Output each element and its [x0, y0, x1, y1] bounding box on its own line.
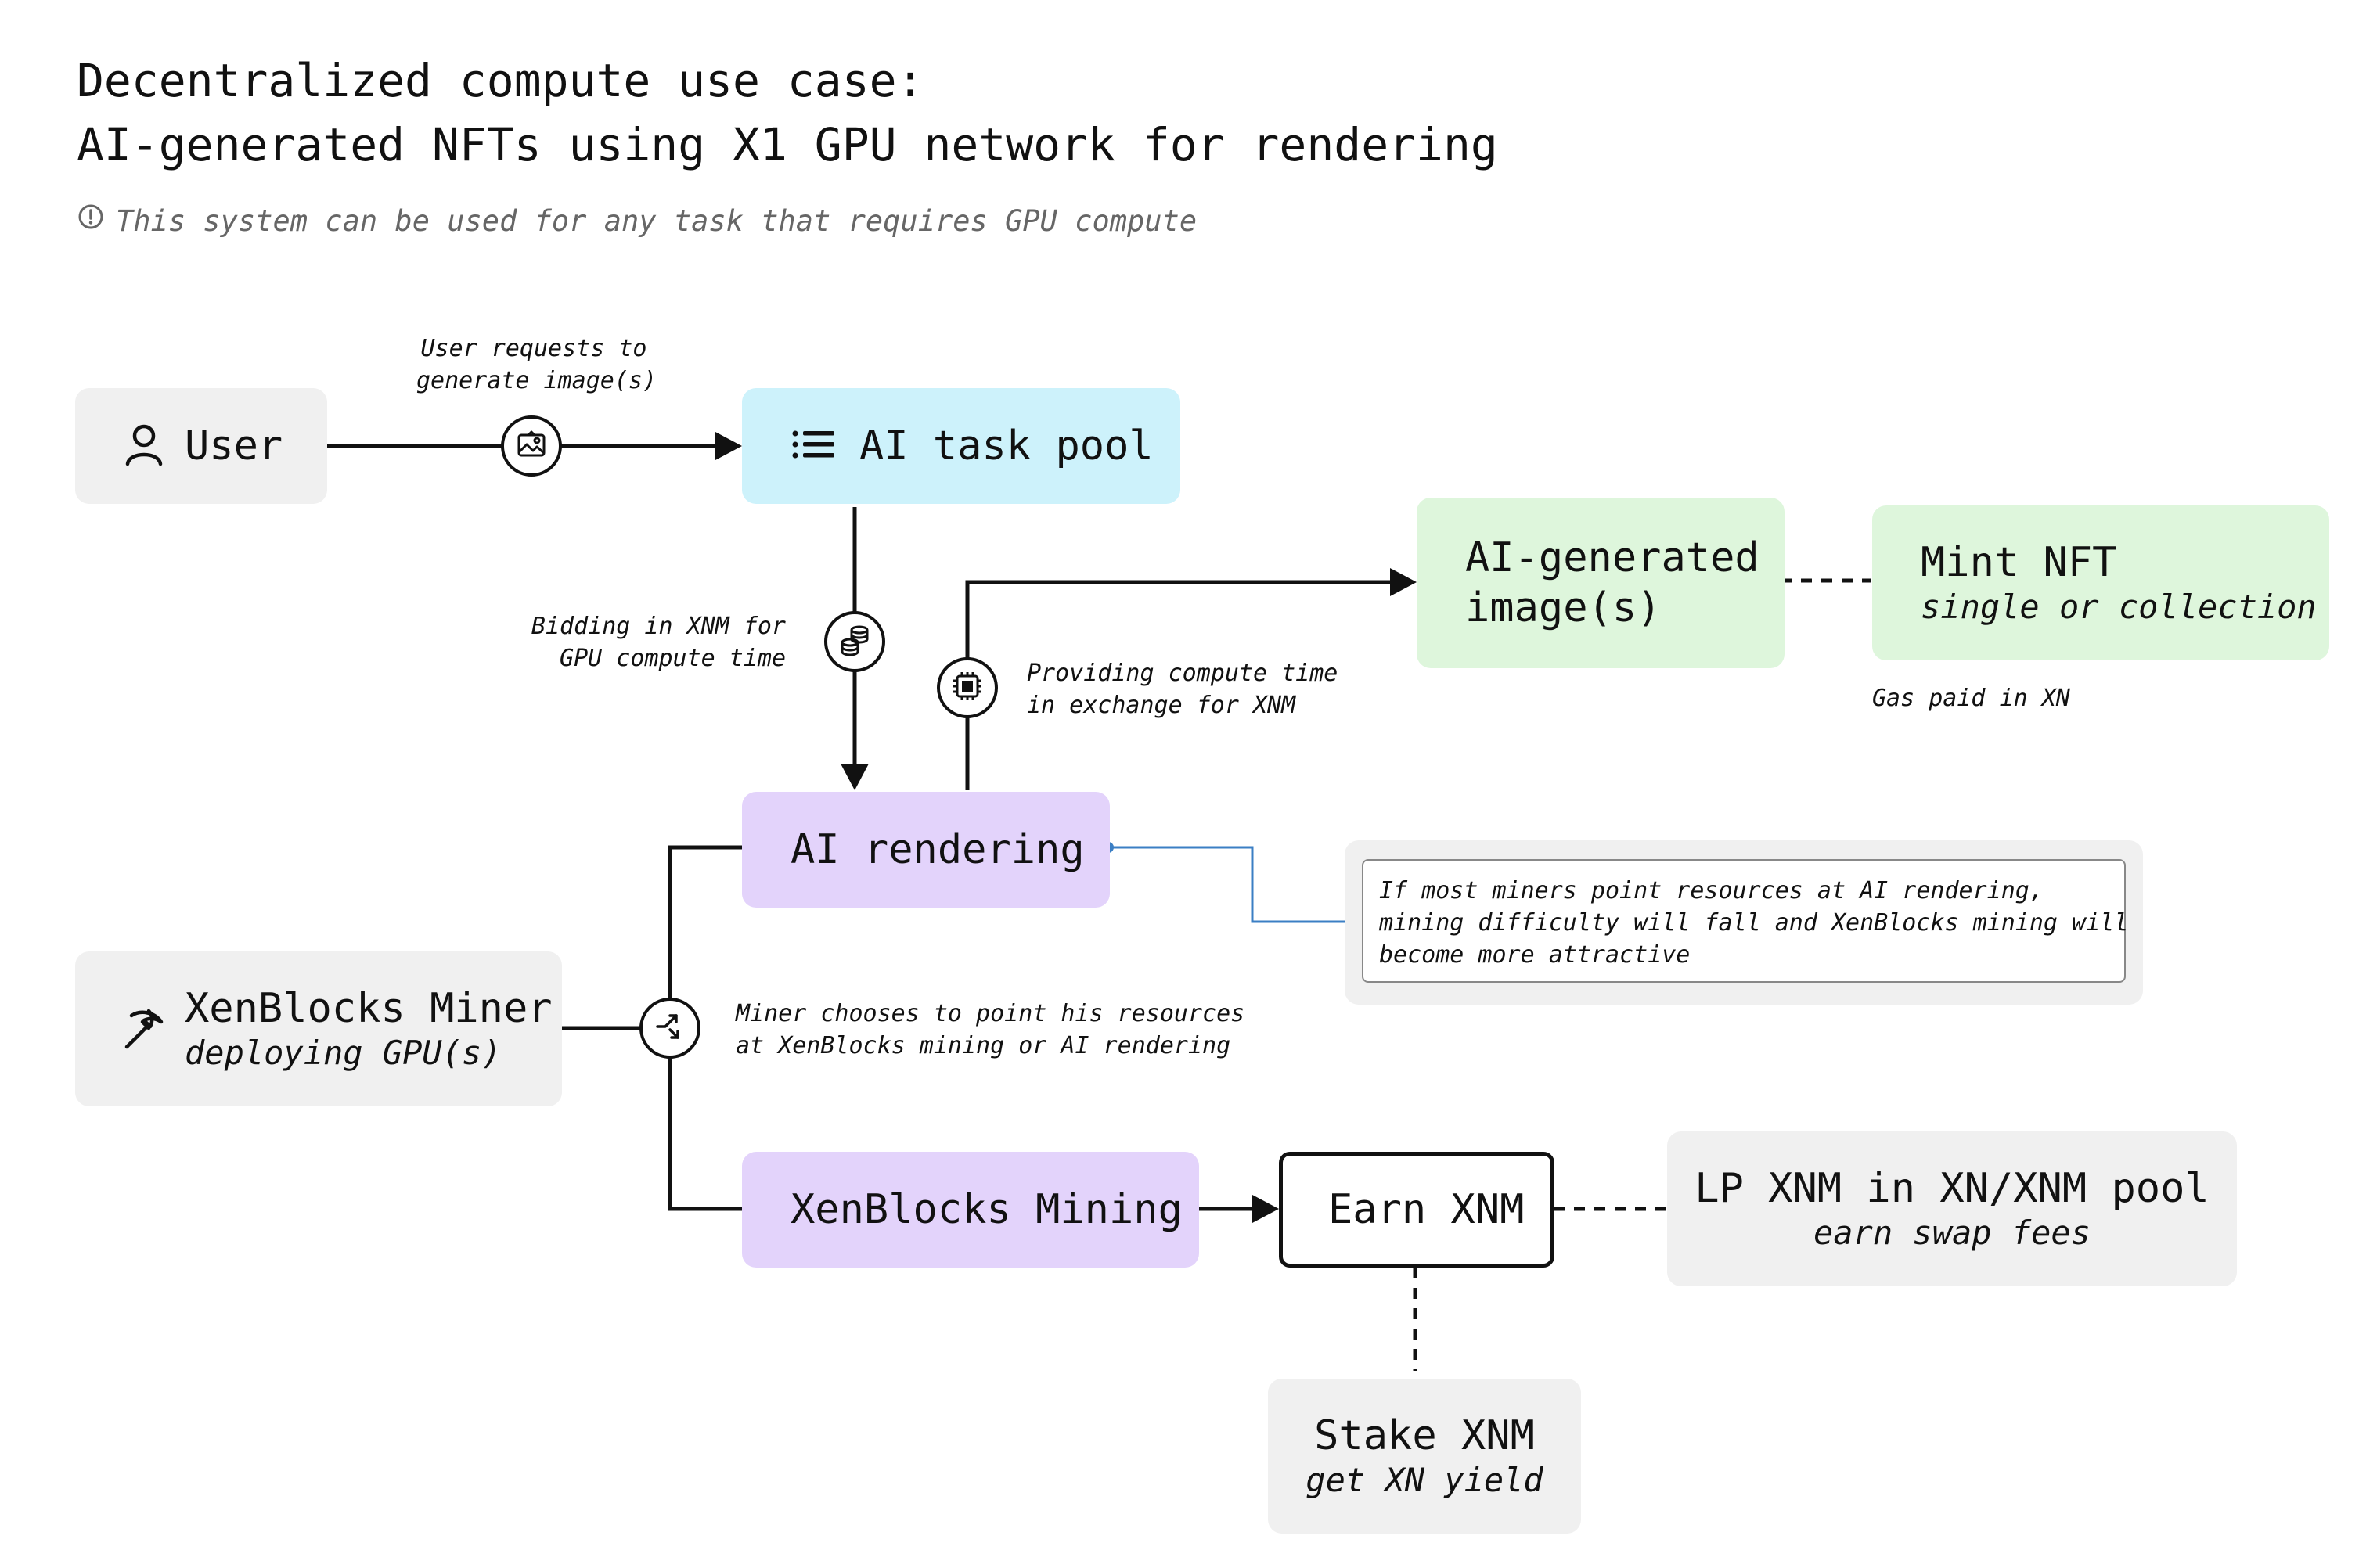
- subtitle-text: This system can be used for any task tha…: [116, 204, 1198, 238]
- ai-generated-image-node: AI-generated image(s): [1417, 498, 1785, 668]
- miner-chooses-line-2: at XenBlocks mining or AI rendering: [736, 1032, 1231, 1059]
- providing-line-2: in exchange for XNM: [1027, 692, 1296, 719]
- stake-xnm-label: Stake XNM: [1314, 1412, 1535, 1459]
- callout-line-2: mining difficulty will fall and XenBlock…: [1379, 909, 2129, 937]
- ai-generated-image-line-2: image(s): [1465, 584, 1662, 631]
- ai-task-pool-node: AI task pool: [742, 388, 1180, 504]
- lp-xnm-label: LP XNM in XN/XNM pool: [1695, 1165, 2210, 1212]
- callout-line-1: If most miners point resources at AI ren…: [1379, 877, 2044, 904]
- callout-box: If most miners point resources at AI ren…: [1362, 859, 2129, 983]
- callout-line-3: become more attractive: [1379, 941, 1691, 969]
- subtitle: This system can be used for any task tha…: [77, 202, 1197, 241]
- title-line-2: AI-generated NFTs using X1 GPU network f…: [77, 118, 1498, 171]
- bidding-note: Bidding in XNM for GPU compute time: [501, 610, 786, 674]
- bidding-line-1: Bidding in XNM for: [531, 613, 786, 640]
- user-requests-note: User requests to generate image(s): [416, 333, 657, 397]
- xenblocks-miner-label: XenBlocks Miner: [185, 985, 553, 1032]
- shuffle-icon: [653, 1009, 687, 1047]
- earn-xnm-node: Earn XNM: [1279, 1152, 1554, 1268]
- mint-nft-sub: single or collection: [1921, 588, 2317, 626]
- user-requests-line-2: generate image(s): [416, 367, 657, 394]
- pickaxe-icon: [121, 1005, 166, 1053]
- gas-note: Gas paid in XN: [1872, 685, 2070, 712]
- stake-xnm-node: Stake XNM get XN yield: [1268, 1379, 1581, 1534]
- stake-xnm-sub: get XN yield: [1306, 1461, 1543, 1499]
- callout-panel: If most miners point resources at AI ren…: [1345, 840, 2143, 1005]
- bidding-line-2: GPU compute time: [560, 645, 786, 672]
- providing-line-1: Providing compute time: [1027, 660, 1338, 687]
- user-node: User: [75, 388, 327, 504]
- ai-generated-image-line-1: AI-generated: [1465, 534, 1759, 581]
- image-icon: [516, 429, 547, 463]
- coins-icon-badge: [824, 611, 885, 672]
- xenblocks-miner-sub: deploying GPU(s): [185, 1034, 502, 1072]
- lp-xnm-node: LP XNM in XN/XNM pool earn swap fees: [1667, 1131, 2237, 1286]
- info-icon: [77, 202, 105, 241]
- image-icon-badge: [501, 415, 562, 477]
- miner-chooses-line-1: Miner chooses to point his resources: [736, 1000, 1245, 1027]
- ai-task-pool-label: AI task pool: [859, 423, 1154, 469]
- xenblocks-mining-node: XenBlocks Mining: [742, 1152, 1199, 1268]
- earn-xnm-label: Earn XNM: [1328, 1186, 1525, 1233]
- user-label: User: [185, 423, 283, 469]
- coins-icon: [837, 623, 872, 660]
- miner-chooses-note: Miner chooses to point his resources at …: [736, 998, 1244, 1062]
- title-line-1: Decentralized compute use case:: [77, 54, 924, 107]
- chip-icon: [950, 669, 985, 707]
- page-title: Decentralized compute use case: AI-gener…: [77, 49, 1498, 177]
- list-icon: [792, 429, 836, 463]
- ai-rendering-node: AI rendering: [742, 792, 1110, 908]
- user-requests-line-1: User requests to: [420, 335, 647, 362]
- chip-icon-badge: [937, 657, 998, 718]
- user-icon: [124, 423, 164, 469]
- lp-xnm-sub: earn swap fees: [1813, 1214, 2091, 1252]
- mint-nft-node: Mint NFT single or collection: [1872, 505, 2329, 660]
- xenblocks-miner-node: XenBlocks Miner deploying GPU(s): [75, 951, 562, 1106]
- providing-note: Providing compute time in exchange for X…: [1027, 657, 1338, 721]
- mint-nft-label: Mint NFT: [1921, 539, 2117, 586]
- xenblocks-mining-label: XenBlocks Mining: [791, 1186, 1183, 1233]
- shuffle-icon-badge: [639, 998, 700, 1059]
- ai-rendering-label: AI rendering: [791, 826, 1085, 873]
